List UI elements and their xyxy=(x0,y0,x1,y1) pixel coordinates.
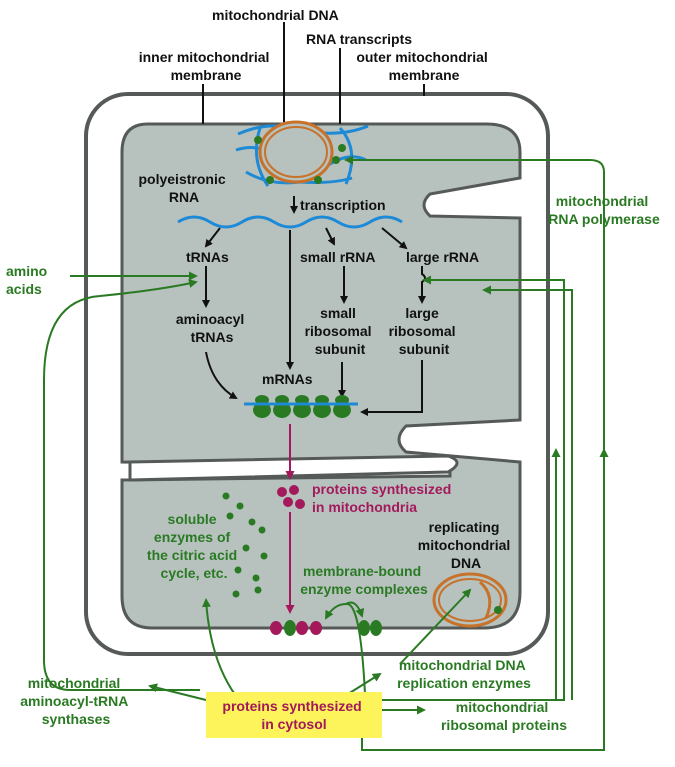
label-small-subunit: small ribosomal subunit xyxy=(305,305,376,357)
label-large-subunit: large ribosomal subunit xyxy=(389,305,460,357)
label-transcription: transcription xyxy=(300,197,386,213)
label-mito-rna-polymerase: mitochondrial RNA polymerase xyxy=(548,193,660,227)
label-amino-acids: amino acids xyxy=(6,263,51,297)
label-rna-transcripts: RNA transcripts xyxy=(306,31,412,47)
label-trnas: tRNAs xyxy=(186,249,229,265)
cytosol-highlight-box xyxy=(206,692,382,738)
label-small-rrna: small rRNA xyxy=(300,249,375,265)
polycistronic-rna xyxy=(177,215,403,229)
label-soluble-enzymes: soluble enzymes of the citric acid cycle… xyxy=(147,511,241,581)
label-aminoacyl-synthases: mitochondrial aminoacyl-tRNA synthases xyxy=(20,675,132,727)
soluble-enzyme-dots xyxy=(222,492,268,598)
label-aminoacyl-trnas: aminoacyl tRNAs xyxy=(176,311,248,345)
label-mito-dna: mitochondrial DNA xyxy=(212,7,339,23)
label-outer-membrane: outer mitochondrial membrane xyxy=(356,49,491,83)
label-ribosomal-proteins: mitochondrial ribosomal proteins xyxy=(441,699,567,733)
label-mrnas: mRNAs xyxy=(262,371,313,387)
replicating-dna xyxy=(432,572,508,628)
membrane-complexes xyxy=(270,620,382,636)
label-membrane-bound: membrane-bound enzyme complexes xyxy=(300,563,428,597)
label-polycistronic-rna: polyeistronic RNA xyxy=(138,171,229,205)
crista-gap xyxy=(128,454,459,482)
label-proteins-cytosol: proteins synthesized in cytosol xyxy=(222,698,365,732)
mito-protein-cluster xyxy=(277,485,305,509)
label-large-rrna: large rRNA xyxy=(406,249,479,265)
label-dna-replication-enzymes: mitochondrial DNA replication enzymes xyxy=(397,657,531,691)
mrna-ribosomes xyxy=(244,395,358,418)
label-proteins-mito: proteins synthesized in mitochondria xyxy=(312,481,455,515)
label-inner-membrane: inner mitochondrial membrane xyxy=(139,49,274,83)
label-replicating-dna: replicating mitochondrial DNA xyxy=(418,519,514,571)
